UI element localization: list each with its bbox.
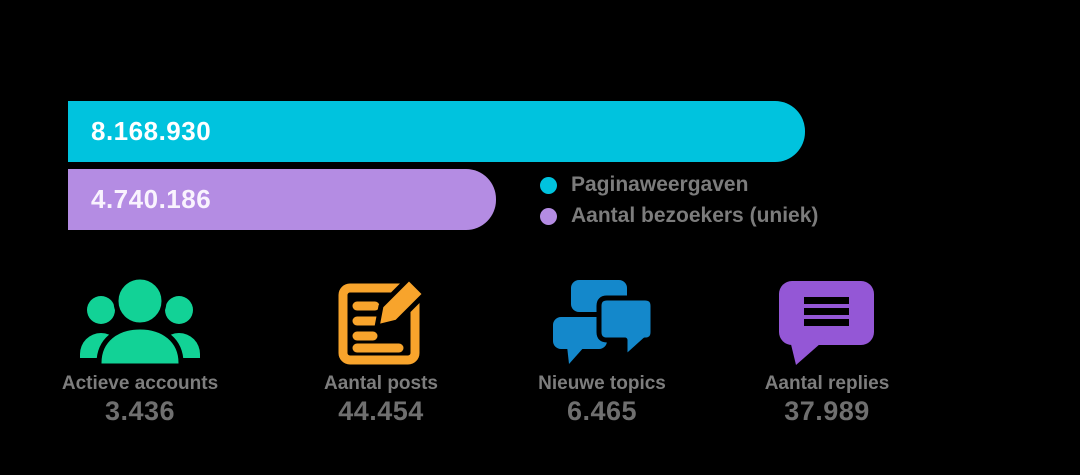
bar-paginaweergaven: 8.168.930 xyxy=(68,101,805,162)
legend: Paginaweergaven Aantal bezoekers (uniek) xyxy=(540,172,818,229)
stat-value-nieuwe-topics: 6.465 xyxy=(566,396,638,426)
legend-item-paginaweergaven: Paginaweergaven xyxy=(540,172,818,198)
legend-dot-purple-icon xyxy=(540,207,557,225)
legend-label-paginaweergaven: Paginaweergaven xyxy=(571,173,749,196)
stat-label-aantal-posts: Aantal posts xyxy=(323,373,439,394)
legend-item-aantal-bezoekers: Aantal bezoekers (uniek) xyxy=(540,203,818,229)
users-group-icon xyxy=(20,274,260,368)
chat-reply-icon xyxy=(707,274,947,368)
stat-label-aantal-replies: Aantal replies xyxy=(764,373,890,394)
legend-label-aantal-bezoekers: Aantal bezoekers (uniek) xyxy=(571,204,819,227)
stat-value-actieve-accounts: 3.436 xyxy=(104,396,176,426)
stat-card-aantal-replies: Aantal replies 37.989 xyxy=(707,274,947,427)
bar-paginaweergaven-value: 8.168.930 xyxy=(91,116,212,146)
bar-aantal-bezoekers: 4.740.186 xyxy=(68,169,496,230)
stat-card-aantal-posts: Aantal posts 44.454 xyxy=(261,274,501,427)
stat-value-aantal-replies: 37.989 xyxy=(784,396,870,426)
stat-label-nieuwe-topics: Nieuwe topics xyxy=(538,373,666,394)
post-edit-icon xyxy=(261,274,501,368)
stat-value-aantal-posts: 44.454 xyxy=(338,396,424,426)
stat-card-nieuwe-topics: Nieuwe topics 6.465 xyxy=(482,274,722,427)
stat-label-actieve-accounts: Actieve accounts xyxy=(61,373,219,394)
bar-aantal-bezoekers-value: 4.740.186 xyxy=(91,184,212,214)
stat-card-actieve-accounts: Actieve accounts 3.436 xyxy=(20,274,260,427)
legend-dot-cyan-icon xyxy=(540,176,557,194)
chat-topics-icon xyxy=(482,274,722,368)
